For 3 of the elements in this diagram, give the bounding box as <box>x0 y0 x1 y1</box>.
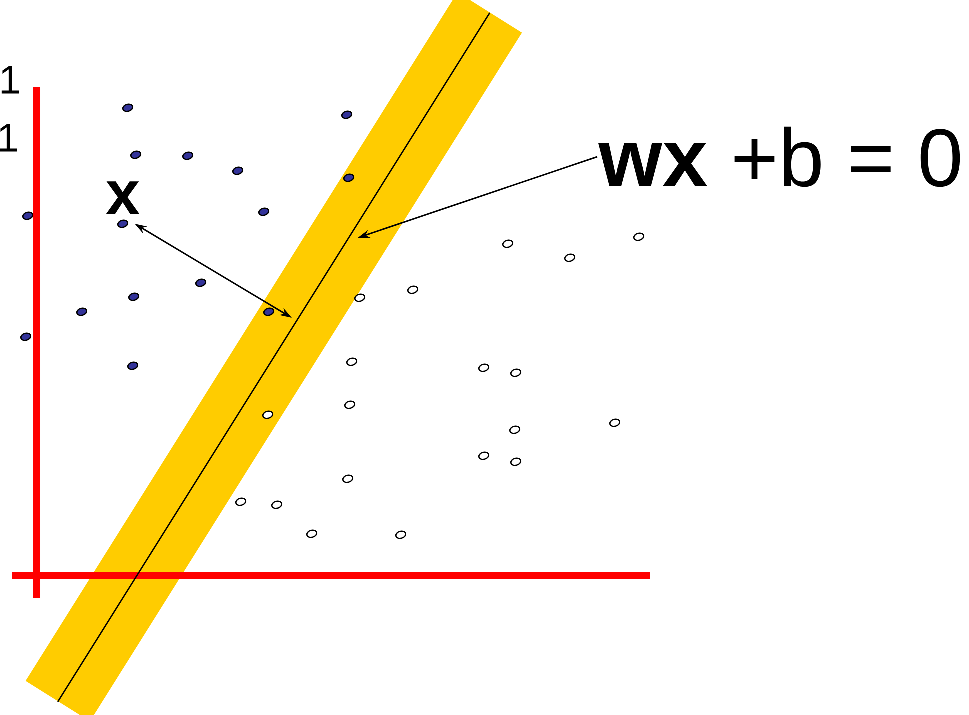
margin-band <box>26 0 522 715</box>
point-label: x <box>106 182 140 214</box>
equation-label: wx +b = 0 <box>598 126 960 188</box>
